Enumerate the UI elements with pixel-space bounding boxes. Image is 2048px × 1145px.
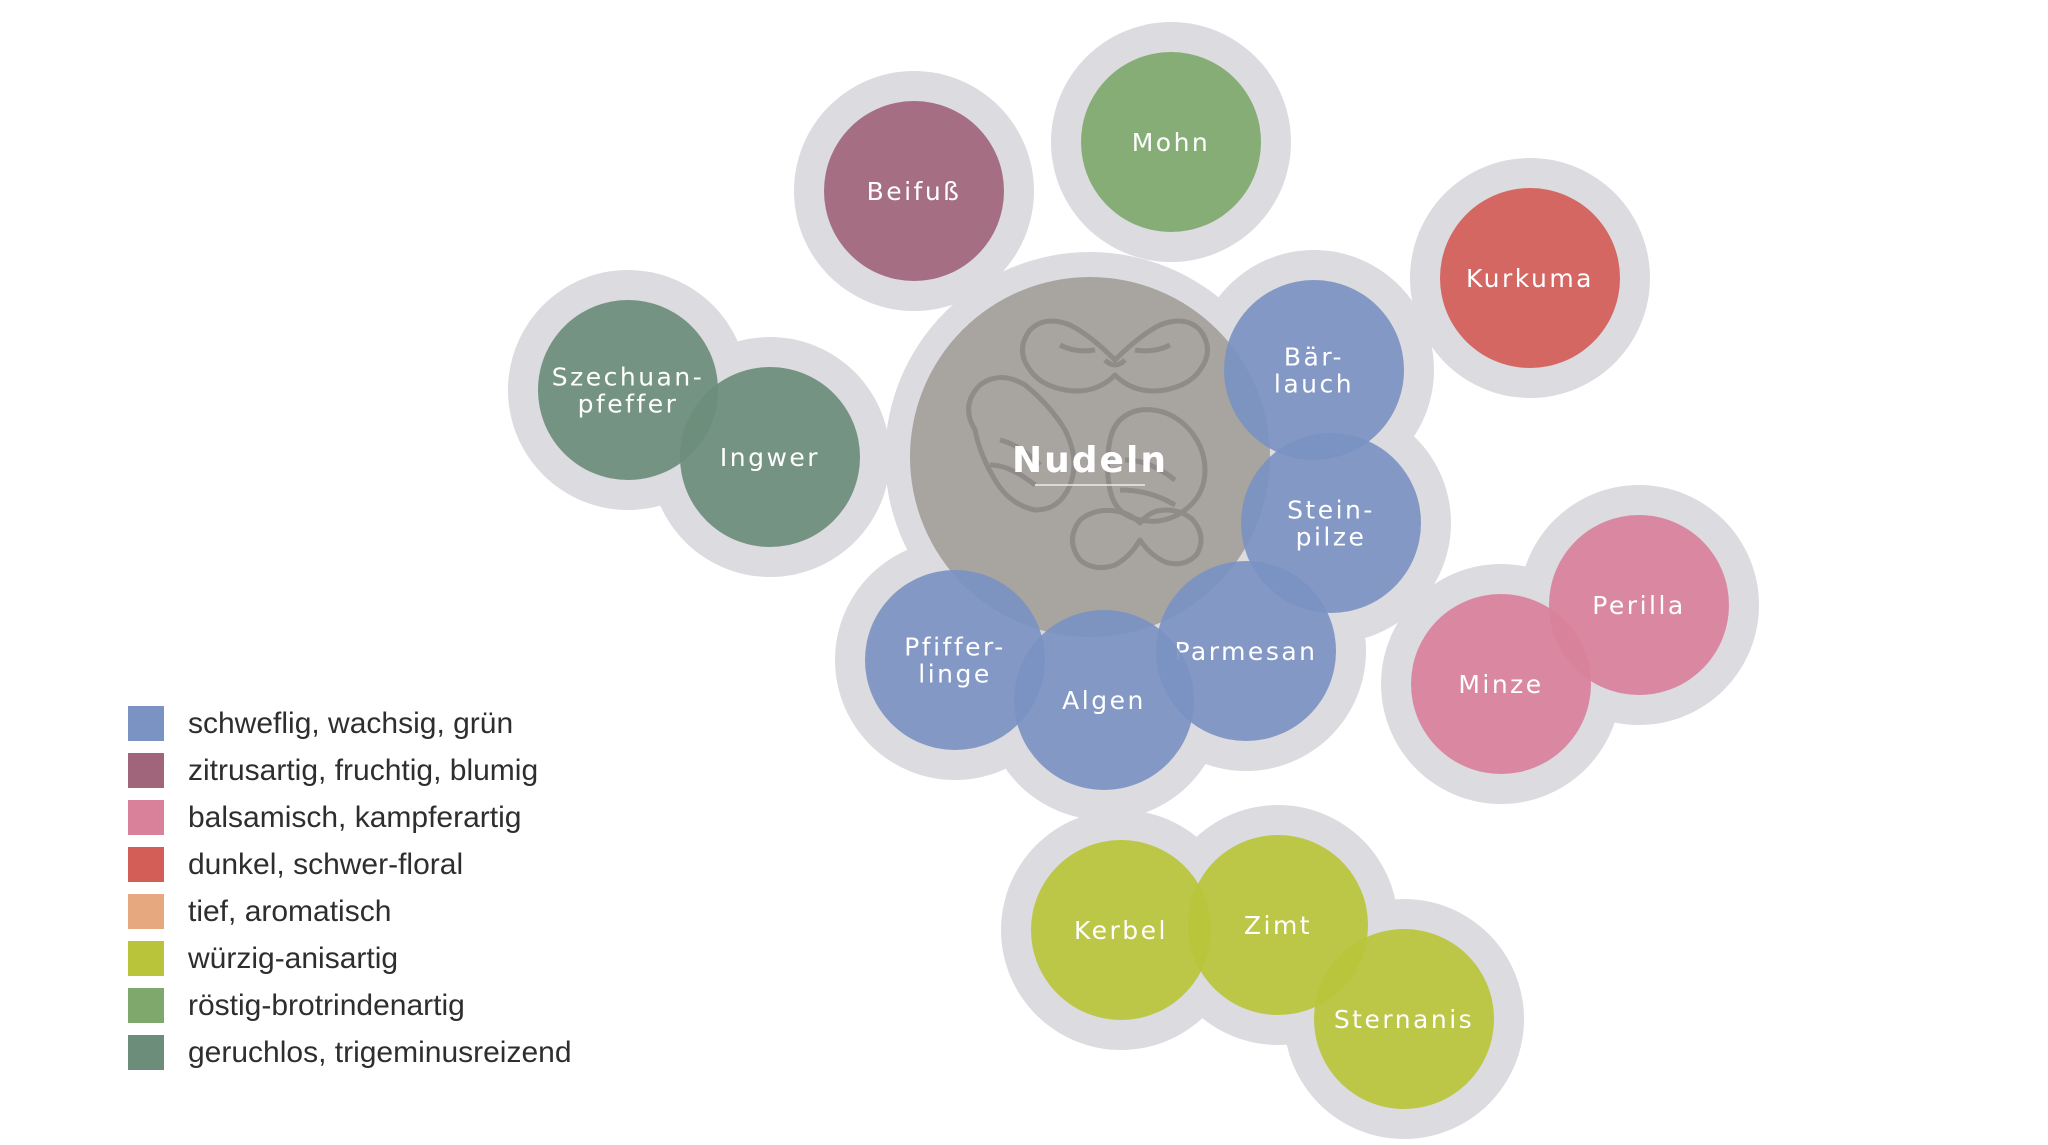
ingredient-node-nudeln-4: Pfiffer-linge (865, 570, 1045, 750)
legend-item-dunkel: dunkel, schwer-floral (128, 841, 728, 888)
legend-item-tief: tief, aromatisch (128, 888, 728, 935)
ingredient-label: Beifuß (867, 177, 962, 206)
ingredient-node-kurkuma-0: Kurkuma (1440, 188, 1620, 368)
ingredient-label: lauch (1274, 370, 1354, 399)
ingredient-label: Kurkuma (1466, 264, 1594, 293)
ingredient-circle (1081, 52, 1261, 232)
ingredient-node-nudeln-0: Bär-lauch (1224, 280, 1404, 460)
center-circle (910, 277, 1270, 637)
farfalle-pasta-icon (966, 318, 1210, 571)
ingredient-circle (1156, 561, 1336, 741)
ingredient-label: Perilla (1592, 591, 1686, 620)
ingredient-circle (1031, 840, 1211, 1020)
ingredient-node-beifuss-0: Beifuß (824, 101, 1004, 281)
center-node: Nudeln (910, 277, 1270, 637)
ingredient-node-nudeln-1: Stein-pilze (1241, 433, 1421, 613)
ingredient-node-kerbel-zimt-sternanis-0: Kerbel (1031, 840, 1211, 1020)
ingredient-circle (865, 570, 1045, 750)
ingredient-circle (1241, 433, 1421, 613)
ingredient-label: pilze (1296, 523, 1367, 552)
ingredient-node-szechuan-ingwer-1: Ingwer (680, 367, 860, 547)
legend-label: dunkel, schwer-floral (188, 847, 464, 881)
ingredient-label: Ingwer (720, 443, 820, 472)
ingredient-circle (1188, 835, 1368, 1015)
ingredient-label: linge (918, 660, 992, 689)
ingredient-label: Parmesan (1174, 637, 1317, 666)
ingredient-circle (1314, 929, 1494, 1109)
legend-item-würzig: würzig-anisartig (128, 935, 728, 982)
legend-swatch (128, 706, 164, 741)
legend-label: würzig-anisartig (188, 941, 399, 975)
legend-label: zitrusartig, fruchtig, blumig (188, 753, 539, 787)
center-label: Nudeln (1012, 440, 1168, 481)
legend-swatch (128, 941, 164, 976)
legend-swatch (128, 800, 164, 835)
ingredient-label: Bär- (1284, 343, 1344, 372)
legend-item-zitrus: zitrusartig, fruchtig, blumig (128, 747, 728, 794)
legend-swatch (128, 847, 164, 882)
ingredient-circle (1549, 515, 1729, 695)
legend-label: tief, aromatisch (188, 894, 392, 928)
ingredient-node-szechuan-ingwer-0: Szechuan-pfeffer (538, 300, 718, 480)
legend-label: geruchlos, trigeminusreizend (188, 1035, 572, 1069)
ingredient-label: Sternanis (1334, 1005, 1474, 1034)
ingredient-label: Szechuan- (552, 363, 705, 392)
ingredient-label: Kerbel (1074, 916, 1168, 945)
ingredient-node-mohn-0: Mohn (1081, 52, 1261, 232)
legend-swatch (128, 1035, 164, 1070)
ingredient-node-minze-perilla-1: Minze (1411, 594, 1591, 774)
ingredient-nodes: MohnBeifußKurkumaSzechuan-pfefferIngwerB… (538, 52, 1729, 1109)
ingredient-node-nudeln-3: Algen (1014, 610, 1194, 790)
legend: schweflig, wachsig, grün zitrusartig, fru… (128, 700, 728, 1076)
ingredient-circle (1224, 280, 1404, 460)
ingredient-label: pfeffer (578, 390, 679, 419)
ingredient-label: Minze (1458, 670, 1543, 699)
ingredient-label: Zimt (1244, 911, 1312, 940)
ingredient-label: Algen (1062, 686, 1146, 715)
legend-swatch (128, 753, 164, 788)
ingredient-node-nudeln-2: Parmesan (1156, 561, 1336, 741)
ingredient-label: Mohn (1132, 128, 1211, 157)
ingredient-circle (1440, 188, 1620, 368)
legend-item-schweflig: schweflig, wachsig, grün (128, 700, 728, 747)
ingredient-node-kerbel-zimt-sternanis-1: Zimt (1188, 835, 1368, 1015)
ingredient-circle (538, 300, 718, 480)
legend-swatch (128, 894, 164, 929)
ingredient-node-kerbel-zimt-sternanis-2: Sternanis (1314, 929, 1494, 1109)
legend-label: schweflig, wachsig, grün (188, 706, 514, 740)
ingredient-circle (680, 367, 860, 547)
ingredient-node-minze-perilla-0: Perilla (1549, 515, 1729, 695)
ingredient-label: Stein- (1287, 496, 1375, 525)
legend-item-röstig: röstig-brotrindenartig (128, 982, 728, 1029)
legend-swatch (128, 988, 164, 1023)
legend-item-balsamisch: balsamisch, kampferartig (128, 794, 728, 841)
ingredient-circle (1411, 594, 1591, 774)
ingredient-label: Pfiffer- (904, 633, 1006, 662)
ingredient-circle (824, 101, 1004, 281)
legend-label: balsamisch, kampferartig (188, 800, 522, 834)
legend-label: röstig-brotrindenartig (188, 988, 465, 1022)
ingredient-circle (1014, 610, 1194, 790)
legend-item-geruchlos: geruchlos, trigeminusreizend (128, 1029, 728, 1076)
